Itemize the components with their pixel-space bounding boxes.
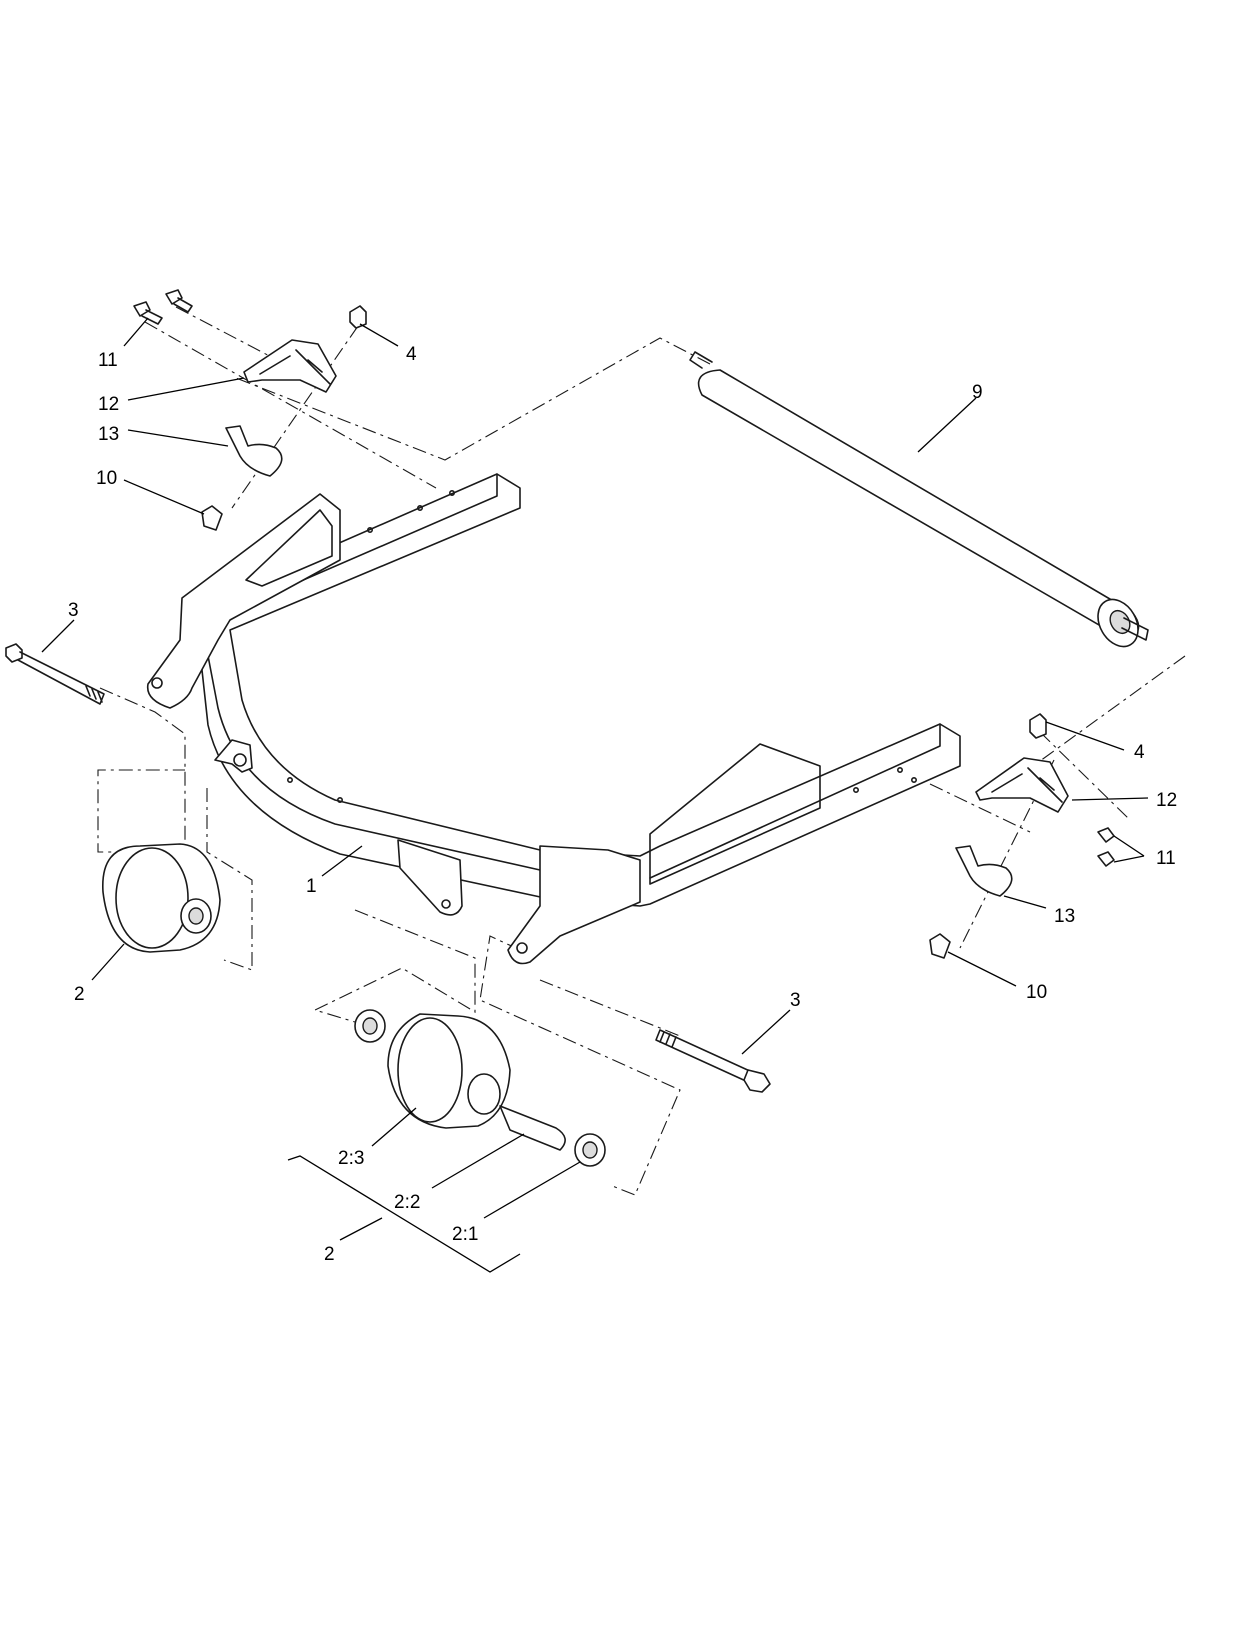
callout-labels: 11 4 12 13 10 9 3 1 2 4 12 11 13 10 3 2:… [68, 344, 1177, 1265]
callout-13-top: 13 [98, 424, 119, 445]
frame-part [146, 473, 961, 965]
callout-3-left: 3 [68, 600, 79, 621]
hardware-top-left [133, 289, 367, 531]
callout-1: 1 [306, 876, 317, 897]
callout-2-left: 2 [74, 984, 85, 1005]
callout-2-2: 2:2 [394, 1192, 420, 1213]
callout-11-right: 11 [1156, 848, 1176, 869]
bolt-left [5, 643, 105, 705]
callout-9: 9 [972, 382, 983, 403]
bolt-bottom [655, 1029, 771, 1093]
callout-2-3: 2:3 [338, 1148, 364, 1169]
group-bracket [287, 1155, 521, 1273]
callout-10-right: 10 [1026, 982, 1047, 1003]
caster-wheel-left [102, 843, 221, 953]
callout-12-top: 12 [98, 394, 119, 415]
callout-10-top: 10 [96, 468, 117, 489]
callout-11-top: 11 [98, 350, 118, 371]
callout-3-bottom: 3 [790, 990, 801, 1011]
caster-wheel-exploded [354, 1009, 606, 1167]
callout-4-top: 4 [406, 344, 417, 365]
callout-12-right: 12 [1156, 790, 1177, 811]
callout-13-right: 13 [1054, 906, 1075, 927]
callout-4-right: 4 [1134, 742, 1145, 763]
callout-2-1: 2:1 [452, 1224, 478, 1245]
roller-part [689, 351, 1149, 648]
leader-lines [41, 317, 1149, 1241]
callout-2-bracket: 2 [324, 1244, 335, 1265]
